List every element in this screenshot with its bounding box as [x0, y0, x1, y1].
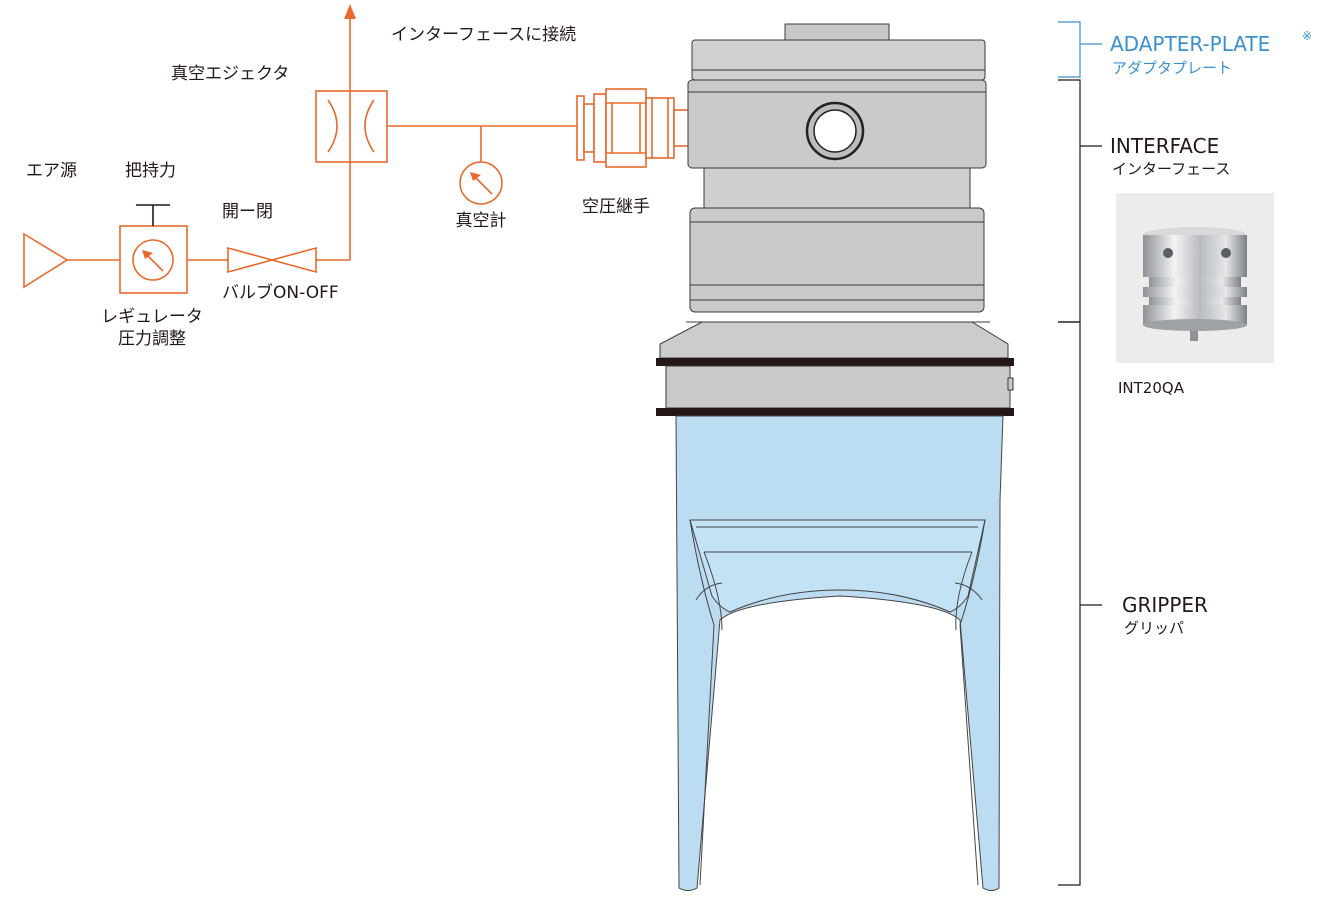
vacuum-gauge-label: 真空計 [455, 211, 507, 231]
to-interface-label: インターフェースに接続 [391, 25, 577, 45]
regulator-label: レギュレータ 圧力調整 [101, 306, 203, 350]
adapter-plate-note-mark: ※ [1302, 29, 1313, 43]
air-source-label: エア源 [26, 161, 77, 181]
regulator-gauge [132, 239, 174, 281]
pneumatic-circuit [23, 4, 692, 294]
gripper-subtitle: グリッパ [1124, 619, 1185, 637]
valve-label: バルブON-OFF [222, 283, 339, 303]
regulator-label-line2: 圧力調整 [117, 329, 186, 349]
gripper-body [675, 415, 1004, 891]
ejector-symbol [315, 90, 388, 163]
interface-neck [703, 167, 971, 209]
fitting-label: 空圧継手 [582, 197, 650, 217]
gripper-bracket [1058, 321, 1081, 886]
air-source-symbol [23, 232, 69, 289]
adapter-plate-cap [784, 23, 890, 41]
interface-photo-image [1143, 227, 1247, 341]
gripper-ring-bottom [656, 408, 1014, 416]
regulator-symbol [119, 225, 188, 294]
gripper-collar [665, 365, 1011, 409]
adapter-bracket [1058, 21, 1081, 78]
interface-subtitle: インターフェース [1112, 160, 1231, 178]
adapter-plate [691, 39, 986, 81]
interface-title: INTERFACE [1110, 134, 1220, 158]
interface-bracket [1058, 79, 1081, 323]
gripper-outline [675, 415, 1004, 891]
fitting-symbol [576, 88, 692, 168]
adapter-plate-title: ADAPTER-PLATE [1110, 32, 1271, 56]
open-close-label: 開ー閉 [222, 202, 273, 222]
holding-force-label: 把持力 [125, 161, 176, 181]
gripper-base-flange [659, 321, 1009, 359]
valve-symbol [227, 246, 276, 274]
gripper-cup [689, 519, 986, 613]
vacuum-gauge-symbol [459, 161, 503, 205]
regulator-label-line1: レギュレータ [101, 307, 203, 327]
adapter-plate-subtitle: アダプタプレート [1112, 59, 1233, 77]
ejector-label: 真空エジェクタ [171, 64, 290, 84]
interface-photo [1116, 193, 1274, 363]
callout-brackets [1058, 21, 1102, 886]
interface-model-label: INT20QA [1118, 379, 1184, 397]
interface-body [656, 23, 1014, 416]
interface-lower [689, 207, 985, 313]
gripper-title: GRIPPER [1122, 593, 1208, 617]
gripper-ring-top [656, 358, 1014, 366]
exhaust-arrow [344, 4, 356, 19]
